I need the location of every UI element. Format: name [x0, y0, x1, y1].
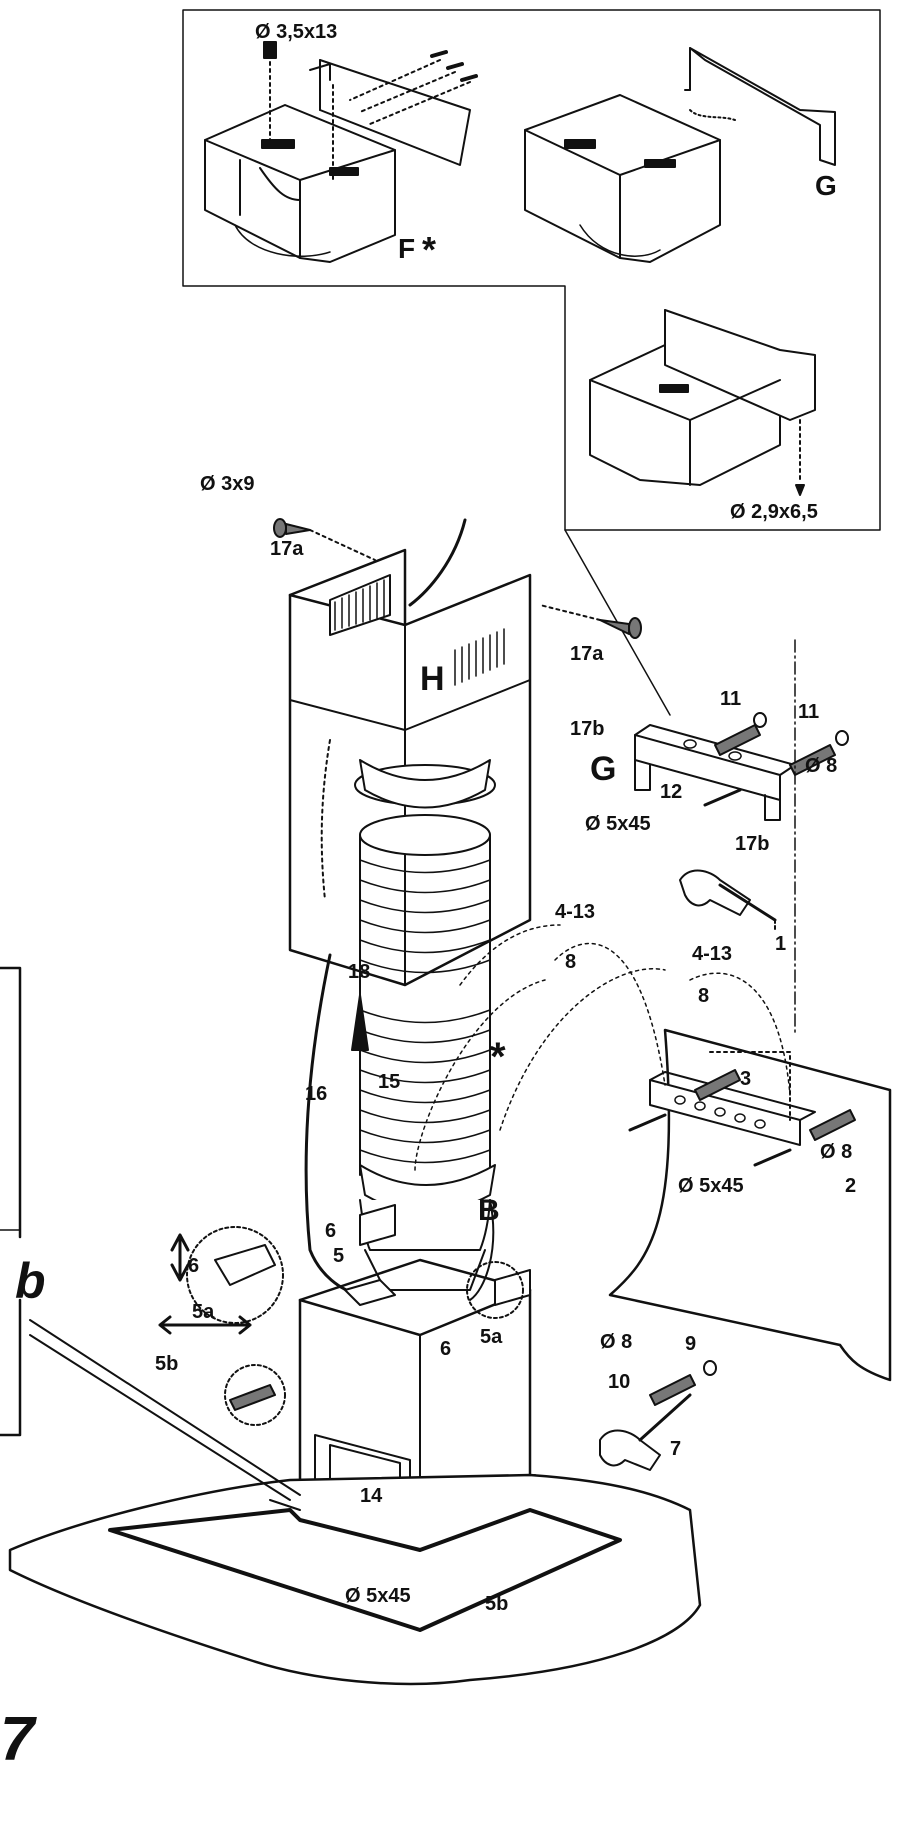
label-1: 1: [775, 933, 786, 955]
flexible-duct: [351, 759, 496, 1301]
label-2: 2: [845, 1175, 856, 1197]
screw-17a-right: [539, 604, 642, 639]
label-11-a: 11: [720, 688, 741, 710]
dotted-arrows: [414, 924, 791, 1171]
part-g-top-bracket: [524, 47, 836, 263]
label-detail-b: b: [15, 1253, 46, 1309]
label-star: *: [490, 1035, 506, 1079]
label-5b-right: 5b: [485, 1593, 508, 1615]
power-cable: [304, 953, 362, 1297]
label-5b-left: 5b: [155, 1353, 178, 1375]
label-screw-5x45-b: Ø 5x45: [678, 1175, 744, 1197]
label-17b-right: 17b: [735, 833, 769, 855]
label-17a-right: 17a: [570, 643, 604, 665]
part-f-diverter: [204, 41, 478, 263]
label-4-13-a: 4-13: [555, 901, 595, 923]
label-part-f-star: *: [422, 229, 436, 270]
pencil-hand-icon-lower: [599, 1393, 692, 1471]
label-17a-left: 17a: [270, 538, 304, 560]
pencil-hand-icon: [679, 869, 777, 931]
dowel-11-left: [714, 712, 767, 756]
label-6-right: 6: [440, 1338, 451, 1360]
dowel-11-right: [789, 730, 849, 776]
label-11-b: 11: [798, 701, 819, 723]
detail-b-frame: [0, 966, 301, 1501]
label-screw-5x45-a: Ø 5x45: [585, 813, 651, 835]
chimney-cover-h: [288, 518, 532, 987]
label-5a-left: 5a: [192, 1301, 215, 1323]
label-screw-2-9x6-5: Ø 2,9x6,5: [730, 501, 818, 523]
label-8-a: 8: [565, 951, 576, 973]
label-part-h: H: [420, 660, 445, 698]
figure-number: 7: [0, 1705, 37, 1774]
label-14: 14: [360, 1485, 383, 1507]
wall-bracket-g: [634, 724, 796, 821]
screw-12: [703, 788, 742, 807]
label-dowel-8-a: Ø 8: [805, 755, 837, 777]
label-screw-3x9: Ø 3x9: [200, 473, 254, 495]
label-17b-left: 17b: [570, 718, 604, 740]
label-3: 3: [740, 1068, 751, 1090]
detail-5a-circle: [158, 1226, 284, 1335]
hood-canopy: [8, 1473, 702, 1686]
label-dowel-8-b: Ø 8: [820, 1141, 852, 1163]
label-7: 7: [670, 1438, 681, 1460]
wall-panel: [608, 1028, 892, 1382]
label-part-f: F: [398, 233, 415, 264]
label-18: 18: [348, 961, 370, 983]
assembled-g-diverter: [589, 309, 816, 496]
label-4-13-b: 4-13: [692, 943, 732, 965]
label-5-mid: 5: [333, 1245, 344, 1267]
detail-5b-circle: [224, 1364, 286, 1426]
screw-17a-left: [273, 518, 376, 561]
label-screw-3-5x13: Ø 3,5x13: [255, 21, 337, 43]
label-6-left: 6: [188, 1255, 199, 1277]
label-part-g-top: G: [815, 170, 837, 201]
detail-5a-right-circle: [466, 1261, 524, 1319]
label-8-b: 8: [698, 985, 709, 1007]
label-10: 10: [608, 1371, 630, 1393]
label-part-b: B: [478, 1194, 500, 1227]
dowel-10: [649, 1360, 717, 1406]
label-12: 12: [660, 781, 682, 803]
label-screw-5x45-c: Ø 5x45: [345, 1585, 411, 1607]
label-6-mid: 6: [325, 1220, 336, 1242]
label-dowel-8-c: Ø 8: [600, 1331, 632, 1353]
label-9: 9: [685, 1333, 696, 1355]
label-15: 15: [378, 1071, 400, 1093]
label-16: 16: [305, 1083, 327, 1105]
labels: Ø 3,5x13 F * G Ø 2,9x6,5 Ø 3x9 17a 17a H…: [0, 21, 856, 1774]
label-5a-right: 5a: [480, 1326, 503, 1348]
label-part-g: G: [590, 750, 616, 788]
